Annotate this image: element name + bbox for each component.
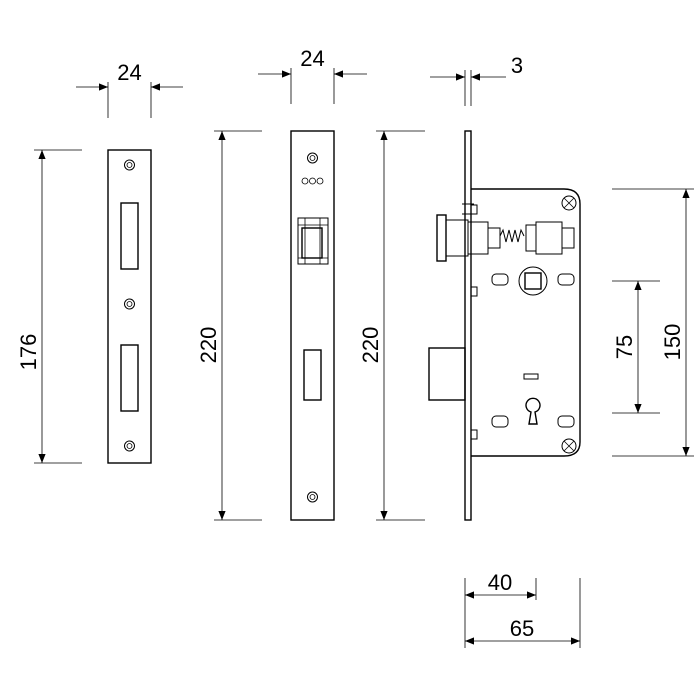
faceplate-front <box>290 130 335 521</box>
faceplate-height-label: 220 <box>196 327 221 364</box>
follower-icon <box>518 266 548 296</box>
dimension-case-depth: 65 <box>465 578 581 648</box>
dimension-strike-height: 176 <box>16 149 82 464</box>
faceplate-thickness-label: 3 <box>511 53 523 78</box>
screw-icon <box>561 438 577 454</box>
strike-plate <box>107 149 152 464</box>
case-height-label: 150 <box>660 324 685 361</box>
backset-label: 40 <box>488 570 512 595</box>
dimension-handle-to-key: 75 <box>612 280 660 414</box>
strike-height-label: 176 <box>16 334 41 371</box>
dimension-strike-width: 24 <box>76 60 183 118</box>
faceplate-width-label: 24 <box>300 46 324 71</box>
agb-logo <box>301 177 324 185</box>
screw-icon <box>561 195 577 211</box>
strike-width-label: 24 <box>117 60 141 85</box>
handle-to-key-label: 75 <box>612 335 637 359</box>
dimension-side-height: 220 <box>358 130 425 521</box>
dimension-backset: 40 <box>464 570 537 648</box>
latch-mechanism <box>436 203 575 262</box>
case-depth-label: 65 <box>510 616 534 641</box>
dimension-case-height: 150 <box>612 188 694 457</box>
dimension-faceplate-thickness: 3 <box>430 53 523 106</box>
keyhole-icon <box>525 397 541 425</box>
dimension-faceplate-height: 220 <box>196 130 262 521</box>
dimension-faceplate-width: 24 <box>258 46 367 104</box>
side-height-label: 220 <box>358 327 383 364</box>
lock-side-view <box>428 130 581 521</box>
